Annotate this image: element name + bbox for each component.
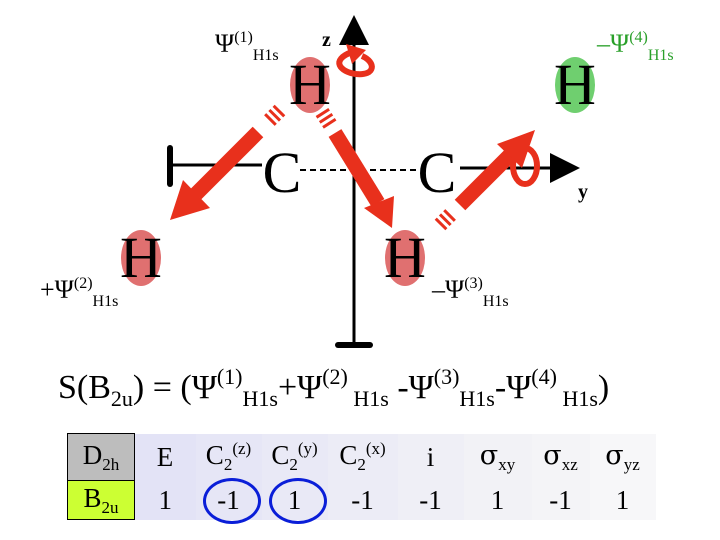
op-i: i [397, 433, 464, 481]
psi1-label: Ψ(1)H1s [215, 29, 279, 64]
op-sigma-yz: σyz [589, 433, 656, 481]
op-sigma-xy: σxy [463, 433, 532, 481]
hydrogen-atom-3: H [384, 225, 426, 290]
char-sigma-yz: 1 [589, 480, 656, 520]
hydrogen-atom-2: H [120, 225, 162, 290]
mapping-arrow-h1-h3 [315, 107, 394, 228]
op-e: E [134, 433, 196, 481]
svg-text:H: H [120, 225, 162, 290]
svg-text:H: H [554, 52, 596, 117]
char-sigma-xz: -1 [531, 480, 590, 520]
highlight-ring-c2z [203, 478, 261, 524]
salc-formula: S(B2u) = (Ψ(1)H1s+Ψ(2) H1s -Ψ(3)H1s-Ψ(4)… [58, 364, 610, 411]
op-c2y: C2(y) [261, 433, 328, 481]
hydrogen-atom-4: H [554, 52, 596, 117]
irrep-cell: B2u [67, 480, 135, 520]
highlight-ring-c2y [269, 478, 327, 524]
op-sigma-xz: σxz [531, 433, 590, 481]
mapping-arrow-h3-h4 [434, 130, 540, 231]
svg-text:H: H [384, 225, 426, 290]
carbon-atom-left: C [263, 140, 302, 205]
rotation-arrow-head [346, 44, 366, 64]
char-e: 1 [134, 480, 196, 520]
psi2-label: +Ψ(2)H1s [40, 275, 118, 310]
point-group-cell: D2h [67, 433, 135, 481]
psi4-label: –Ψ(4)H1s [596, 29, 674, 64]
psi3-label: –Ψ(3)H1s [431, 275, 509, 310]
hydrogen-atom-1: H [289, 52, 331, 117]
table-header-row: D2h E C2(z) C2(y) C2(x) i σxy σxz σyz [67, 433, 656, 481]
carbon-atom-right: C [418, 140, 457, 205]
rotation-arrow [336, 49, 375, 78]
character-table: D2h E C2(z) C2(y) C2(x) i σxy σxz σyz B2… [67, 433, 656, 520]
char-sigma-xy: 1 [463, 480, 532, 520]
char-i: -1 [397, 480, 464, 520]
table-row-b2u: B2u 1 -1 1 -1 -1 1 -1 1 [67, 480, 656, 520]
mapping-arrow-h1-h2 [170, 104, 286, 220]
op-c2z: C2(z) [195, 433, 262, 481]
z-axis-label: z [322, 29, 331, 51]
char-c2x: -1 [327, 480, 398, 520]
y-axis-label: y [578, 181, 588, 203]
svg-text:H: H [289, 52, 331, 117]
op-c2x: C2(x) [327, 433, 398, 481]
